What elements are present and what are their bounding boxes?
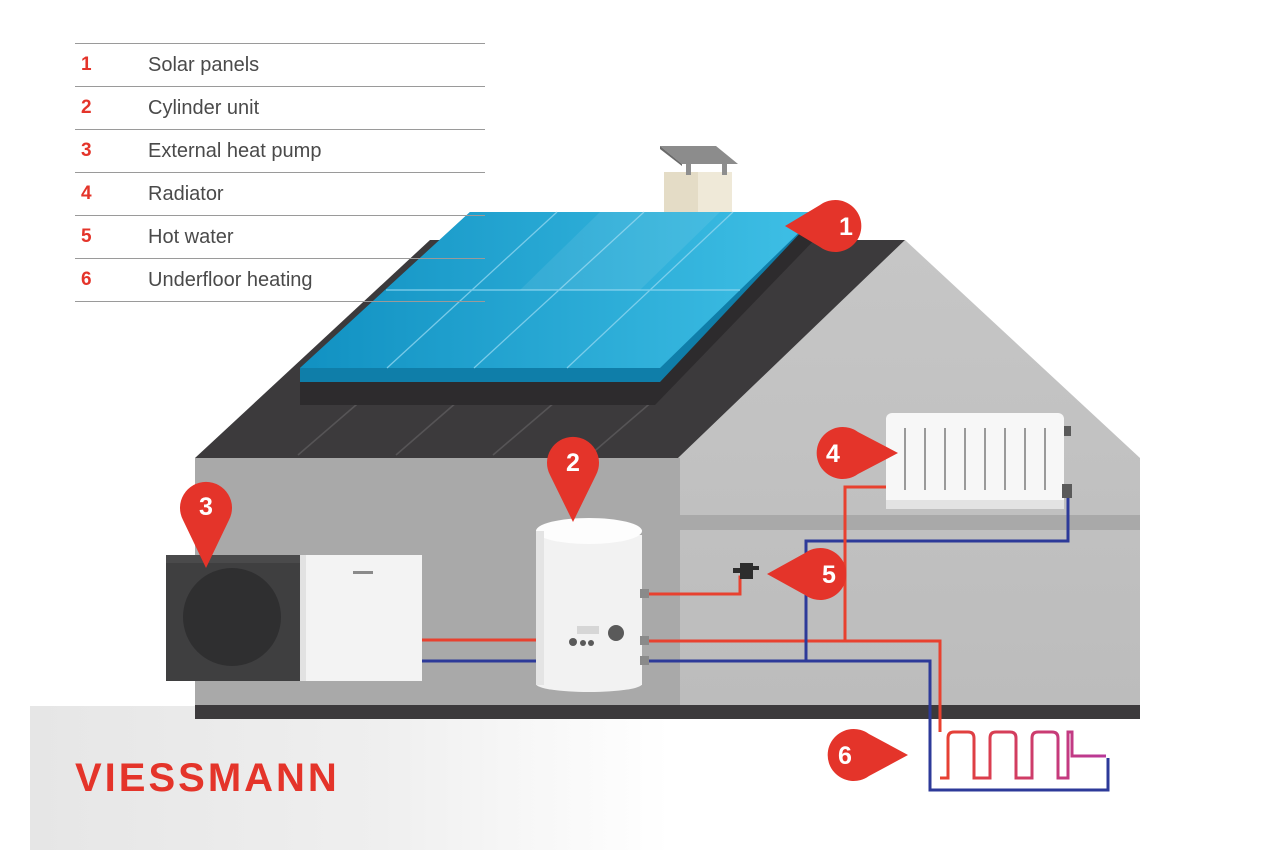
- legend-number: 3: [81, 140, 92, 161]
- legend-row-6: 6 Underfloor heating: [75, 259, 485, 302]
- marker-2: 2: [547, 436, 599, 522]
- ground-bar: [195, 705, 1140, 719]
- legend-row-5: 5 Hot water: [75, 216, 485, 259]
- marker-6-label: 6: [838, 742, 852, 770]
- marker-4: 4: [816, 427, 898, 479]
- underfloor-coil: [940, 730, 1106, 780]
- logo-band: [30, 706, 670, 850]
- legend-number: 5: [81, 226, 92, 247]
- legend-label: External heat pump: [148, 139, 322, 162]
- legend-label: Radiator: [148, 182, 224, 205]
- heat-pump: [166, 555, 422, 681]
- hot-water-tap: [733, 563, 759, 579]
- legend-row-1: 1 Solar panels: [75, 44, 485, 87]
- legend: 1 Solar panels 2 Cylinder unit 3 Externa…: [75, 43, 485, 302]
- marker-1: 1: [785, 200, 862, 253]
- legend-label: Solar panels: [148, 53, 260, 76]
- legend-number: 2: [81, 97, 92, 118]
- legend-label: Underfloor heating: [148, 268, 313, 291]
- pipes: [422, 485, 1110, 792]
- legend-number: 1: [81, 54, 92, 75]
- legend-label: Cylinder unit: [148, 96, 260, 119]
- chimney: [660, 146, 738, 214]
- solar-panels: [300, 211, 820, 382]
- legend-row-3: 3 External heat pump: [75, 130, 485, 173]
- legend-row-4: 4 Radiator: [75, 173, 485, 216]
- marker-1-label: 1: [839, 213, 853, 241]
- floor-divider: [678, 515, 1140, 530]
- radiator: [886, 413, 1072, 509]
- marker-4-label: 4: [826, 440, 840, 468]
- marker-2-label: 2: [566, 449, 580, 477]
- marker-3-label: 3: [199, 493, 213, 521]
- viessmann-logo: VIESSMANN: [75, 756, 340, 800]
- legend-number: 6: [81, 269, 92, 290]
- marker-6: 6: [827, 729, 908, 781]
- legend-row-2: 2 Cylinder unit: [75, 87, 485, 130]
- legend-number: 4: [81, 183, 92, 204]
- marker-3: 3: [180, 481, 232, 568]
- marker-5: 5: [767, 548, 847, 600]
- cylinder-unit: [536, 518, 649, 692]
- legend-label: Hot water: [148, 225, 234, 248]
- marker-5-label: 5: [822, 561, 836, 589]
